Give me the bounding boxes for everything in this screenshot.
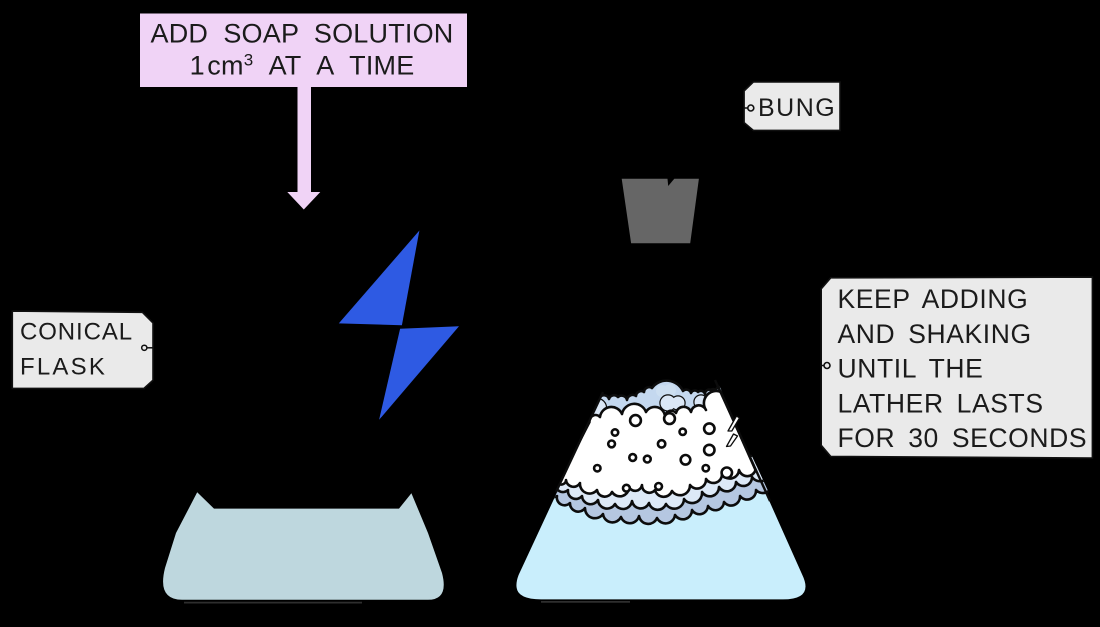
- svg-text:UNTIL THE: UNTIL THE: [838, 354, 984, 384]
- svg-text:CONICAL: CONICAL: [20, 318, 133, 345]
- svg-text:AND SHAKING: AND SHAKING: [838, 319, 1032, 349]
- svg-text:BUNG: BUNG: [758, 94, 836, 122]
- svg-text:FOR 30 SECONDS: FOR 30 SECONDS: [838, 423, 1088, 453]
- svg-text:LATHER LASTS: LATHER LASTS: [838, 389, 1044, 419]
- svg-text:FLASK: FLASK: [20, 354, 107, 381]
- svg-text:ADD SOAP SOLUTION: ADD SOAP SOLUTION: [151, 19, 454, 49]
- svg-text:1cm3 AT A TIME: 1cm3 AT A TIME: [190, 51, 415, 81]
- svg-text:KEEP ADDING: KEEP ADDING: [838, 284, 1029, 314]
